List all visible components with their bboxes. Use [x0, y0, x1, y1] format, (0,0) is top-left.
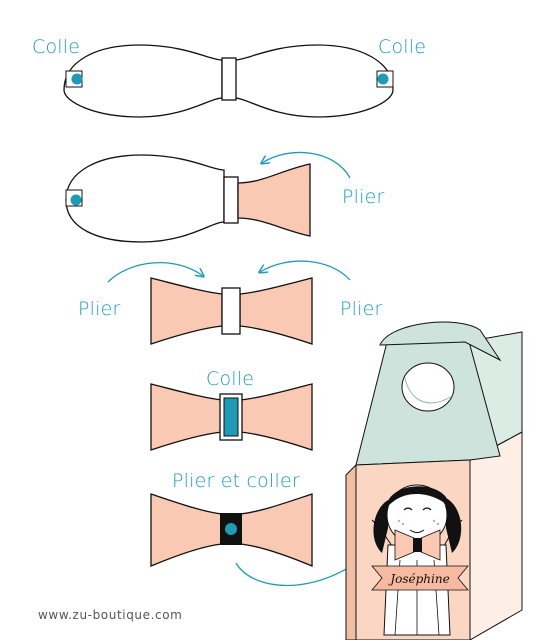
- footer-url: www.zu-boutique.com: [38, 608, 183, 622]
- fold-arrow: [260, 260, 351, 281]
- gift-box: Joséphine: [345, 321, 523, 640]
- fold-label-step3-left: Plier: [78, 298, 121, 320]
- glue-dot: [71, 73, 83, 85]
- fold-arrow: [262, 151, 351, 179]
- fold-arrow: [107, 261, 203, 283]
- step5-bow: [150, 493, 313, 567]
- fold-label-step3-right: Plier: [340, 298, 383, 320]
- step2-template: [65, 151, 351, 243]
- glue-label-right: Colle: [378, 36, 427, 58]
- fold-label-step2: Plier: [342, 186, 385, 208]
- glue-strip: [223, 397, 239, 437]
- step1-template: [63, 44, 394, 118]
- name-banner: [371, 565, 469, 591]
- handle-hole: [401, 362, 455, 412]
- fold-and-glue-label: Plier et coller: [172, 470, 300, 492]
- glue-dot: [225, 523, 237, 535]
- box-name: Joséphine: [387, 572, 449, 586]
- step3-template: [107, 260, 351, 345]
- step4-template: [150, 383, 313, 451]
- glue-label-step4: Colle: [206, 368, 255, 390]
- glue-dot: [377, 73, 389, 85]
- glue-label-left: Colle: [32, 36, 81, 58]
